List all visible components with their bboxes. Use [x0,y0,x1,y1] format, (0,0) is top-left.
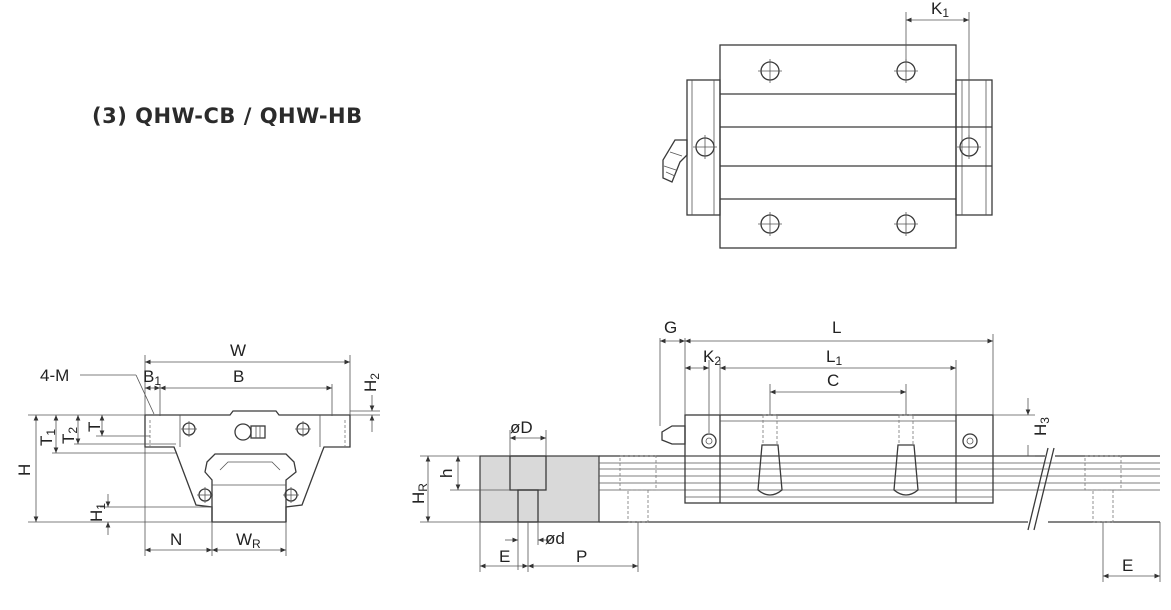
dim-label-w: W [230,341,246,360]
dim-label-e-right: E [1122,556,1133,575]
rail-section [479,455,600,523]
dim-label-k1: K1 [931,0,949,20]
mounting-hole [758,212,782,236]
dim-label-n: N [170,530,182,549]
dim-label-p: P [576,547,587,566]
ball-groove [295,421,311,437]
dim-label-h3: H3 [1031,417,1052,436]
dim-label-4m: 4-M [40,366,69,385]
page-title: (3) QHW-CB / QHW-HB [92,104,363,128]
front-view: W B1 B 4-M H2 H T1 [15,341,382,556]
block-side [684,414,994,504]
dim-label-hr: HR [409,483,430,504]
ball-groove [283,487,299,503]
dim-label-h: H [15,464,34,476]
ball-groove [197,487,213,503]
dim-label-l1: L1 [826,347,842,368]
mounting-hole [894,59,918,83]
dim-label-t1: T1 [37,429,58,446]
grease-nipple [234,423,266,441]
top-view: K1 [662,0,993,249]
dim-label-h1: H1 [87,503,108,522]
side-view: G L K2 L1 C H3 [409,318,1161,582]
grease-nipple [661,425,686,445]
dim-label-c: C [827,371,839,390]
dim-label-l: L [832,318,841,337]
grease-port [957,135,981,159]
dim-label-b1: B1 [143,367,161,388]
mounting-hole [894,212,918,236]
dim-label-od-small: ød [545,529,565,548]
dim-label-od: øD [510,418,533,437]
grease-nipple [662,139,688,183]
dim-label-b: B [233,367,244,386]
block-body-top [719,44,957,249]
dim-label-g: G [664,318,677,337]
mounting-hole [758,59,782,83]
rail-profile [204,453,297,522]
dim-label-e: E [499,547,510,566]
bolt [757,444,783,496]
block-profile [144,410,351,523]
dim-label-wr: WR [236,530,261,551]
dim-label-h-small: h [437,469,456,478]
ball-groove [181,421,197,437]
end-seal-right [955,79,993,216]
grease-port [693,135,717,159]
dim-label-h2: H2 [361,373,382,392]
rail [599,455,1045,523]
dim-label-t2: T2 [59,427,80,444]
dim-label-k2: K2 [703,347,721,368]
bolt [893,444,919,496]
dim-label-t: T [85,422,104,432]
